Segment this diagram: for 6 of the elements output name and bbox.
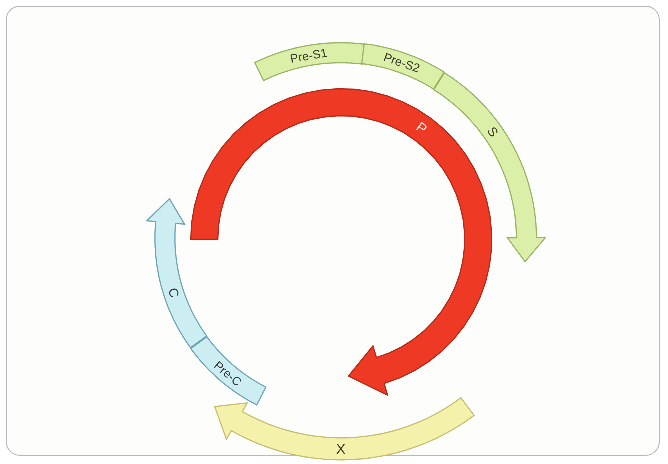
gene-label: S (486, 125, 502, 140)
gene-label: Pre-S1 (289, 46, 328, 65)
gene-label: Pre-S2 (382, 51, 422, 75)
gene-label: P (414, 120, 430, 137)
gene-label: X (336, 442, 346, 456)
gene-label: C (166, 286, 182, 300)
